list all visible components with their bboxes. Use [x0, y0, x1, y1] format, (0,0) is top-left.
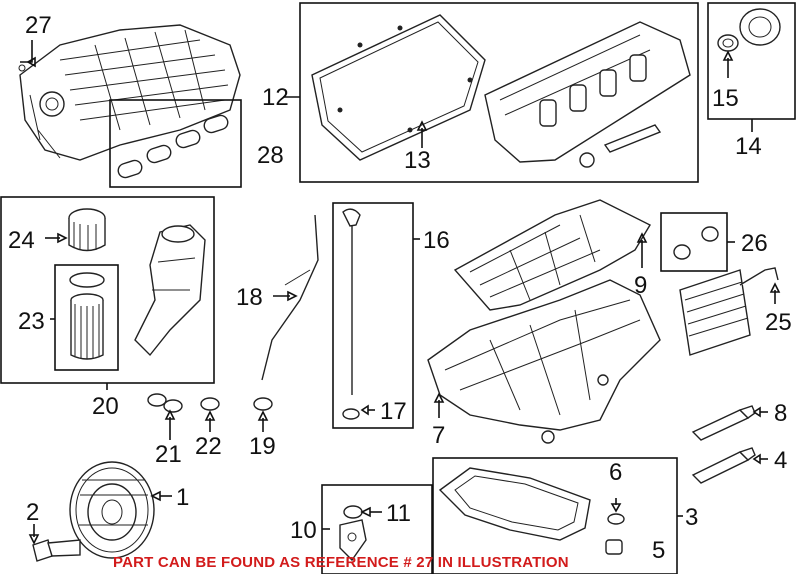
callout-2: 2 — [26, 499, 39, 526]
callout-19: 19 — [249, 433, 276, 460]
callout-13: 13 — [404, 147, 431, 174]
callout-9: 9 — [634, 272, 647, 299]
crankshaft-pulley — [69, 461, 155, 559]
callout-28: 28 — [257, 142, 284, 169]
cooler-gaskets — [673, 226, 719, 260]
callout-16: 16 — [423, 227, 450, 254]
oil-pan-lower — [438, 467, 591, 541]
valve-cover — [484, 21, 691, 168]
callout-14: 14 — [735, 133, 762, 160]
oil-cooler — [679, 267, 779, 356]
pulley-bolt — [32, 539, 81, 562]
callout-20: 20 — [92, 393, 119, 420]
callout-23: 23 — [18, 308, 45, 335]
callout-17: 17 — [380, 398, 407, 425]
callout-3: 3 — [685, 504, 698, 531]
sealant-tube-4 — [691, 447, 756, 484]
callout-21: 21 — [155, 441, 182, 468]
drain-plug — [605, 539, 623, 555]
callout-12: 12 — [262, 84, 289, 111]
callout-11: 11 — [386, 500, 411, 527]
oil-filler-cap — [717, 8, 781, 52]
valve-cover-group-box — [299, 2, 699, 183]
reference-notice: PART CAN BE FOUND AS REFERENCE # 27 IN I… — [113, 554, 569, 571]
intake-gaskets — [109, 99, 242, 188]
callout-6: 6 — [609, 459, 622, 486]
drain-plug-gasket — [607, 513, 625, 525]
cooler-gasket-box — [660, 212, 728, 272]
callout-labels: 27 28 12 13 14 15 24 23 20 21 22 19 18 1… — [8, 12, 792, 564]
callout-25: 25 — [765, 309, 792, 336]
callout-7: 7 — [432, 422, 445, 449]
callout-10: 10 — [290, 517, 317, 544]
sealing-washers — [147, 393, 273, 413]
oil-level-sensor — [339, 505, 367, 562]
callout-26: 26 — [741, 230, 768, 257]
callout-8: 8 — [774, 400, 787, 427]
callout-4: 4 — [774, 447, 787, 474]
oil-filter-cap — [68, 208, 106, 252]
callout-27: 27 — [25, 12, 52, 39]
valve-cover-gasket — [311, 14, 486, 161]
oil-filter-element — [69, 272, 105, 360]
dipstick-box — [332, 202, 414, 429]
callout-5: 5 — [652, 537, 665, 564]
intake-manifold — [18, 24, 241, 161]
callout-24: 24 — [8, 227, 35, 254]
sealant-tube-8 — [691, 405, 756, 441]
callout-1: 1 — [176, 484, 189, 511]
callout-15: 15 — [712, 85, 739, 112]
oil-baffle — [453, 199, 651, 311]
dipstick-tube — [261, 214, 319, 381]
dipstick — [342, 208, 361, 420]
oil-filter-housing — [134, 224, 206, 357]
callout-22: 22 — [195, 433, 222, 460]
oil-pan-upper — [427, 279, 661, 444]
callout-18: 18 — [236, 284, 263, 311]
